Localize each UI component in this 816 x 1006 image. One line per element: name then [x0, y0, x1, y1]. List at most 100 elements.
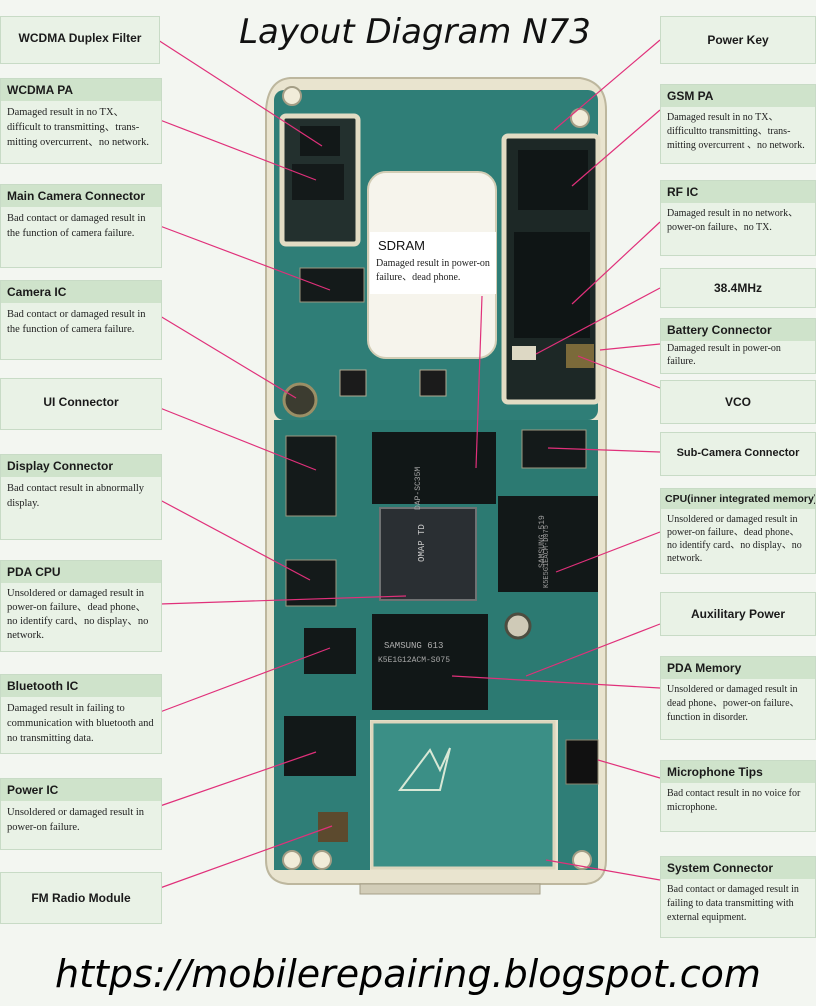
- callout-label: Microphone Tips: [661, 761, 815, 783]
- rf-ic-chip: [514, 232, 590, 338]
- camera-button-left: [339, 369, 367, 397]
- aux-power-inductor: [504, 612, 532, 640]
- callout-fm-radio-module: FM Radio Module: [0, 872, 162, 924]
- callout-sdram: SDRAM Damaged result in power-on failure…: [370, 232, 496, 294]
- callout-system-connector: System Connector Bad contact or damaged …: [660, 856, 816, 938]
- pda-memory-chip: [372, 614, 488, 710]
- callout-label: RF IC: [661, 181, 815, 203]
- callout-label: 38.4MHz: [713, 281, 763, 295]
- callout-battery-connector: Battery Connector Damaged result in powe…: [660, 318, 816, 374]
- mount-hole: [312, 850, 332, 870]
- callout-desc: Unsoldered or damaged result in power-on…: [667, 514, 802, 564]
- callout-desc: Unsoldered or damaged result in dead pho…: [667, 684, 800, 723]
- system-connector-graphic: [359, 883, 541, 895]
- callout-desc: Bad contact or damaged result in failing…: [667, 884, 799, 923]
- callout-desc: Unsoldered or damaged result in power-on…: [7, 588, 149, 641]
- callout-label: CPU(inner integrated memory): [661, 489, 815, 509]
- callout-power-ic: Power IC Unsoldered or damaged result in…: [0, 778, 162, 850]
- page-title: Layout Diagram N73: [239, 12, 591, 52]
- callout-label: PDA CPU: [1, 561, 161, 583]
- pointer-line: [553, 39, 661, 131]
- pointer-line: [159, 499, 311, 581]
- pointer-line: [571, 221, 661, 305]
- callout-display-connector: Display Connector Bad contact result in …: [0, 454, 162, 540]
- camera-ic-graphic: [282, 382, 318, 418]
- pointer-line: [555, 531, 661, 573]
- callout-desc: Damaged result in failing to communicati…: [7, 703, 154, 744]
- pointer-line: [159, 119, 317, 181]
- cpu-memory-chip: [498, 496, 598, 592]
- chip-label: K5E5G1EACM-D075: [543, 525, 551, 588]
- callout-desc: Bad contact or damaged result in the fun…: [7, 213, 146, 239]
- callout-rf-ic: RF IC Damaged result in no network、power…: [660, 180, 816, 256]
- pointer-line: [159, 825, 333, 889]
- callout-power-key: Power Key: [660, 16, 816, 64]
- callout-label: System Connector: [661, 857, 815, 879]
- power-ic-chip: [284, 716, 356, 776]
- pointer-line: [451, 675, 661, 689]
- callout-38-4mhz: 38.4MHz: [660, 268, 816, 308]
- callout-label: Camera IC: [1, 281, 161, 303]
- pointer-line: [159, 407, 317, 471]
- fm-radio-chip: [318, 812, 348, 842]
- mount-hole: [570, 108, 590, 128]
- callout-label: WCDMA PA: [1, 79, 161, 101]
- chip-label: K5E1G12ACM-S075: [378, 656, 450, 665]
- pointer-line: [159, 647, 331, 713]
- callout-main-camera-connector: Main Camera Connector Bad contact or dam…: [0, 184, 162, 268]
- callout-cpu-inner-memory: CPU(inner integrated memory) Unsoldered …: [660, 488, 816, 574]
- crystal-chip: [512, 346, 536, 360]
- pointer-line: [475, 295, 483, 469]
- callout-desc: Unsoldered or damaged result in power-on…: [7, 807, 145, 833]
- wcdma-pa-chip: [292, 164, 344, 200]
- pcb-shield-area: [370, 720, 556, 870]
- callout-sub-camera-connector: Sub-Camera Connector: [660, 432, 816, 476]
- chip-label: SAMSUNG 519: [538, 515, 547, 568]
- chip-label: SAMSUNG 613: [384, 641, 443, 651]
- callout-pda-cpu: PDA CPU Unsoldered or damaged result in …: [0, 560, 162, 652]
- callout-label: Power Key: [707, 33, 769, 47]
- footer-url: https://mobilerepairing.blogspot.com: [55, 952, 761, 996]
- callout-label: Display Connector: [1, 455, 161, 477]
- callout-label: PDA Memory: [661, 657, 815, 679]
- pointer-line: [547, 447, 661, 453]
- callout-label: UI Connector: [43, 395, 119, 409]
- callout-label: Auxilitary Power: [690, 607, 786, 621]
- callout-desc: Damaged result in no TX、difficult to tra…: [7, 107, 150, 148]
- pointer-line: [525, 623, 661, 677]
- callout-label: Main Camera Connector: [1, 185, 161, 207]
- pcb-logo-graphic: [398, 747, 451, 791]
- callout-label: FM Radio Module: [31, 891, 131, 905]
- callout-desc: Bad contact result in abnormally display…: [7, 483, 145, 509]
- camera-button-right: [419, 369, 447, 397]
- mount-hole: [282, 86, 302, 106]
- callout-ui-connector: UI Connector: [0, 378, 162, 430]
- pointer-line: [159, 595, 407, 605]
- pointer-line: [597, 759, 661, 779]
- callout-label: GSM PA: [661, 85, 815, 107]
- callout-desc: Damaged result in power-on failure.: [667, 343, 781, 367]
- callout-desc: Damaged result in no TX、difficultto tran…: [667, 112, 805, 151]
- callout-label: WCDMA Duplex Filter: [18, 31, 142, 45]
- callout-camera-ic: Camera IC Bad contact or damaged result …: [0, 280, 162, 360]
- callout-vco: VCO: [660, 380, 816, 424]
- callout-label: SDRAM: [370, 232, 496, 255]
- callout-microphone-tips: Microphone Tips Bad contact result in no…: [660, 760, 816, 832]
- callout-desc: Damaged result in power-on failure、dead …: [376, 258, 490, 283]
- callout-label: VCO: [724, 395, 751, 409]
- gsm-pa-chip: [518, 150, 588, 210]
- callout-gsm-pa: GSM PA Damaged result in no TX、difficult…: [660, 84, 816, 164]
- wcdma-chip: [300, 126, 340, 156]
- chip-label: OMAP TD: [417, 524, 427, 562]
- callout-label: Power IC: [1, 779, 161, 801]
- omap-cpu-chip: [379, 507, 477, 601]
- pointer-line: [159, 225, 331, 291]
- mount-hole: [572, 850, 592, 870]
- pointer-line: [577, 355, 661, 389]
- callout-wcdma-duplex-filter: WCDMA Duplex Filter: [0, 16, 160, 64]
- callout-auxiliary-power: Auxilitary Power: [660, 592, 816, 636]
- vco-chip: [566, 344, 594, 368]
- callout-label: Sub-Camera Connector: [676, 447, 800, 459]
